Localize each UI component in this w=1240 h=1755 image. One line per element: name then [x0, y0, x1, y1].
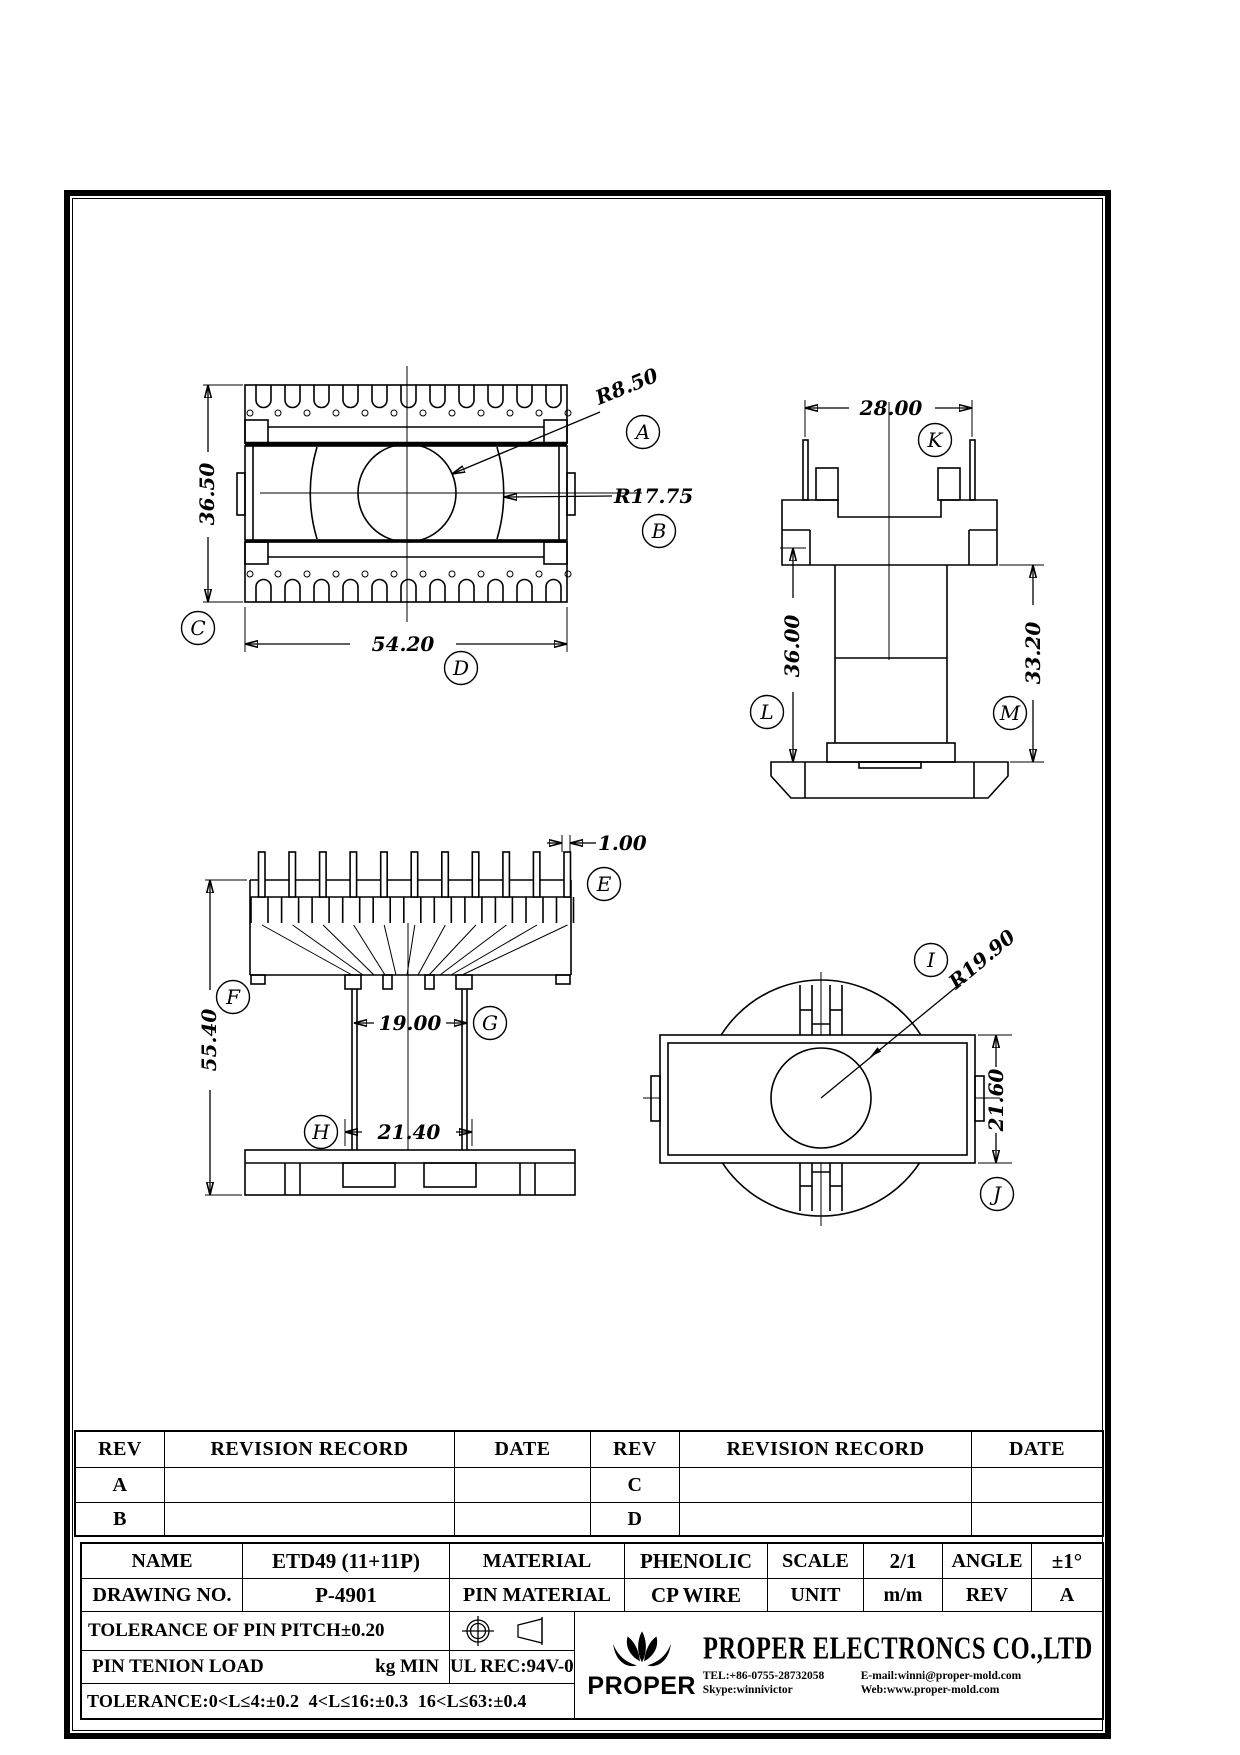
scale-label: SCALE: [768, 1544, 864, 1578]
dim-r19-90: R19.90: [943, 924, 1020, 994]
sheet-border-inner: [72, 198, 1103, 1731]
rev-header-date-right: DATE: [972, 1432, 1102, 1468]
svg-text:I: I: [926, 948, 936, 972]
angle-label: ANGLE: [943, 1544, 1032, 1578]
balloon-f: F: [215, 979, 251, 1015]
rev-a-record-cell: [165, 1468, 455, 1503]
rev-b-cell: B: [76, 1503, 165, 1535]
pin-material-label: PIN MATERIAL: [450, 1579, 625, 1611]
name-label: NAME: [82, 1544, 243, 1578]
svg-text:A: A: [634, 420, 650, 444]
balloon-e: E: [586, 866, 622, 902]
company-tel: TEL:+86-0755-28732058: [702, 1670, 825, 1682]
company-email: E-mail:winni@proper-mold.com: [860, 1670, 1022, 1682]
balloon-c: C: [180, 610, 216, 646]
dim-1-00: 1.00: [598, 831, 647, 855]
rev-a-date-cell: [455, 1468, 591, 1503]
material-label: MATERIAL: [450, 1544, 625, 1578]
svg-text:H: H: [311, 1120, 330, 1144]
rev-c-record-cell: [680, 1468, 972, 1503]
svg-text:F: F: [225, 985, 241, 1009]
dim-28-00: 28.00: [859, 396, 923, 420]
pin-pitch-tolerance: TOLERANCE OF PIN PITCH±0.20: [82, 1612, 450, 1650]
rev-header-record-right: REVISION RECORD: [680, 1432, 972, 1468]
pin-material-value: CP WIRE: [625, 1579, 768, 1611]
rev-header-rev-left: REV: [76, 1432, 165, 1468]
pin-tension-label: PIN TENION LOAD: [92, 1656, 264, 1677]
side-view: 28.00 36.00 33.20 K L M: [749, 396, 1045, 799]
svg-text:E: E: [596, 872, 612, 896]
sheet-border: [64, 190, 1111, 1739]
svg-text:D: D: [452, 656, 469, 680]
company-block: PROPER PROPER ELECTRONCS CO.,LTD TEL:+86…: [575, 1612, 1124, 1718]
dim-r17-75: R17.75: [613, 484, 693, 508]
rev-b-date-cell: [455, 1503, 591, 1535]
svg-text:J: J: [989, 1182, 1002, 1206]
rev-header-rev-right: REV: [591, 1432, 680, 1468]
revision-table: REV REVISION RECORD DATE REV REVISION RE…: [74, 1430, 1104, 1537]
pin-symbol-cell: [450, 1612, 574, 1650]
rev-value: A: [1059, 1583, 1075, 1606]
front-view: 1.00 55.40 19.00 21.40 E F G: [197, 831, 647, 1196]
rev-header-record-left: REVISION RECORD: [165, 1432, 455, 1468]
balloon-g: G: [472, 1005, 508, 1041]
balloon-i: I: [913, 942, 949, 978]
rev-c-date-cell: [972, 1468, 1102, 1503]
svg-text:L: L: [759, 700, 773, 724]
dim-21-40: 21.40: [377, 1120, 441, 1144]
pin-symbol-icon: [461, 1616, 543, 1646]
balloon-k: K: [917, 422, 953, 458]
dim-55-40: 55.40: [197, 1009, 221, 1072]
svg-text:M: M: [999, 701, 1021, 725]
pin-tension-cell: PIN TENION LOAD kg MIN: [82, 1651, 450, 1683]
unit-label: UNIT: [768, 1579, 864, 1611]
balloon-h: H: [303, 1114, 339, 1150]
dim-r8-50: R8.50: [591, 363, 662, 410]
dim-36-50: 36.50: [195, 463, 219, 526]
rev-header-date-left: DATE: [455, 1432, 591, 1468]
balloon-m: M: [992, 695, 1028, 731]
dim-21-60: 21.60: [984, 1069, 1008, 1133]
dim-33-20: 33.20: [1021, 622, 1045, 685]
balloon-j: J: [979, 1176, 1015, 1212]
dim-36-00: 36.00: [780, 615, 804, 678]
dim-19-00: 19.00: [379, 1011, 442, 1035]
name-value: ETD49 (11+11P): [243, 1544, 450, 1578]
balloon-a: A: [625, 414, 661, 450]
balloon-b: B: [641, 513, 677, 549]
company-logo: PROPER: [581, 1630, 703, 1701]
unit-value: m/m: [864, 1579, 943, 1611]
svg-text:B: B: [651, 519, 667, 543]
svg-text:C: C: [190, 616, 205, 640]
svg-text:G: G: [482, 1011, 498, 1035]
rev-label: REV: [943, 1579, 1032, 1611]
ul-rec: UL REC:94V-0: [450, 1656, 574, 1677]
angle-value: ±1°: [1051, 1548, 1083, 1573]
rev-d-record-cell: [680, 1503, 972, 1535]
rev-d-date-cell: [972, 1503, 1102, 1535]
pin-tension-value: kg MIN: [375, 1656, 439, 1677]
dim-54-20: 54.20: [372, 632, 435, 656]
top-view: 36.50 54.20 R8.50 R17.75 A B C D: [180, 363, 693, 686]
company-web: Web:www.proper-mold.com: [860, 1684, 1000, 1696]
balloon-l: L: [749, 694, 785, 730]
balloon-d: D: [443, 650, 479, 686]
company-name: PROPER ELECTRONCS CO.,LTD: [702, 1631, 1093, 1666]
bottom-view: R19.90 21.60 I J: [643, 924, 1020, 1226]
length-tolerance: TOLERANCE:0<L≤4:±0.2 4<L≤16:±0.3 16<L≤63…: [87, 1690, 527, 1711]
title-block: NAME ETD49 (11+11P) MATERIAL PHENOLIC SC…: [80, 1542, 1104, 1720]
rev-c-cell: C: [591, 1468, 680, 1503]
rev-b-record-cell: [165, 1503, 455, 1535]
rev-d-cell: D: [591, 1503, 680, 1535]
material-value: PHENOLIC: [625, 1544, 768, 1578]
company-skype: Skype:winnivictor: [702, 1684, 793, 1696]
drawing-canvas: 36.50 54.20 R8.50 R17.75 A B C D: [180, 363, 1045, 1226]
drawing-no-label: DRAWING NO.: [82, 1579, 243, 1611]
drawing-no-value: P-4901: [243, 1579, 450, 1611]
rev-a-cell: A: [76, 1468, 165, 1503]
svg-text:K: K: [927, 428, 944, 452]
company-logo-text: PROPER: [587, 1671, 696, 1700]
scale-value: 2/1: [864, 1544, 943, 1578]
lotus-logo-icon: [612, 1630, 671, 1666]
